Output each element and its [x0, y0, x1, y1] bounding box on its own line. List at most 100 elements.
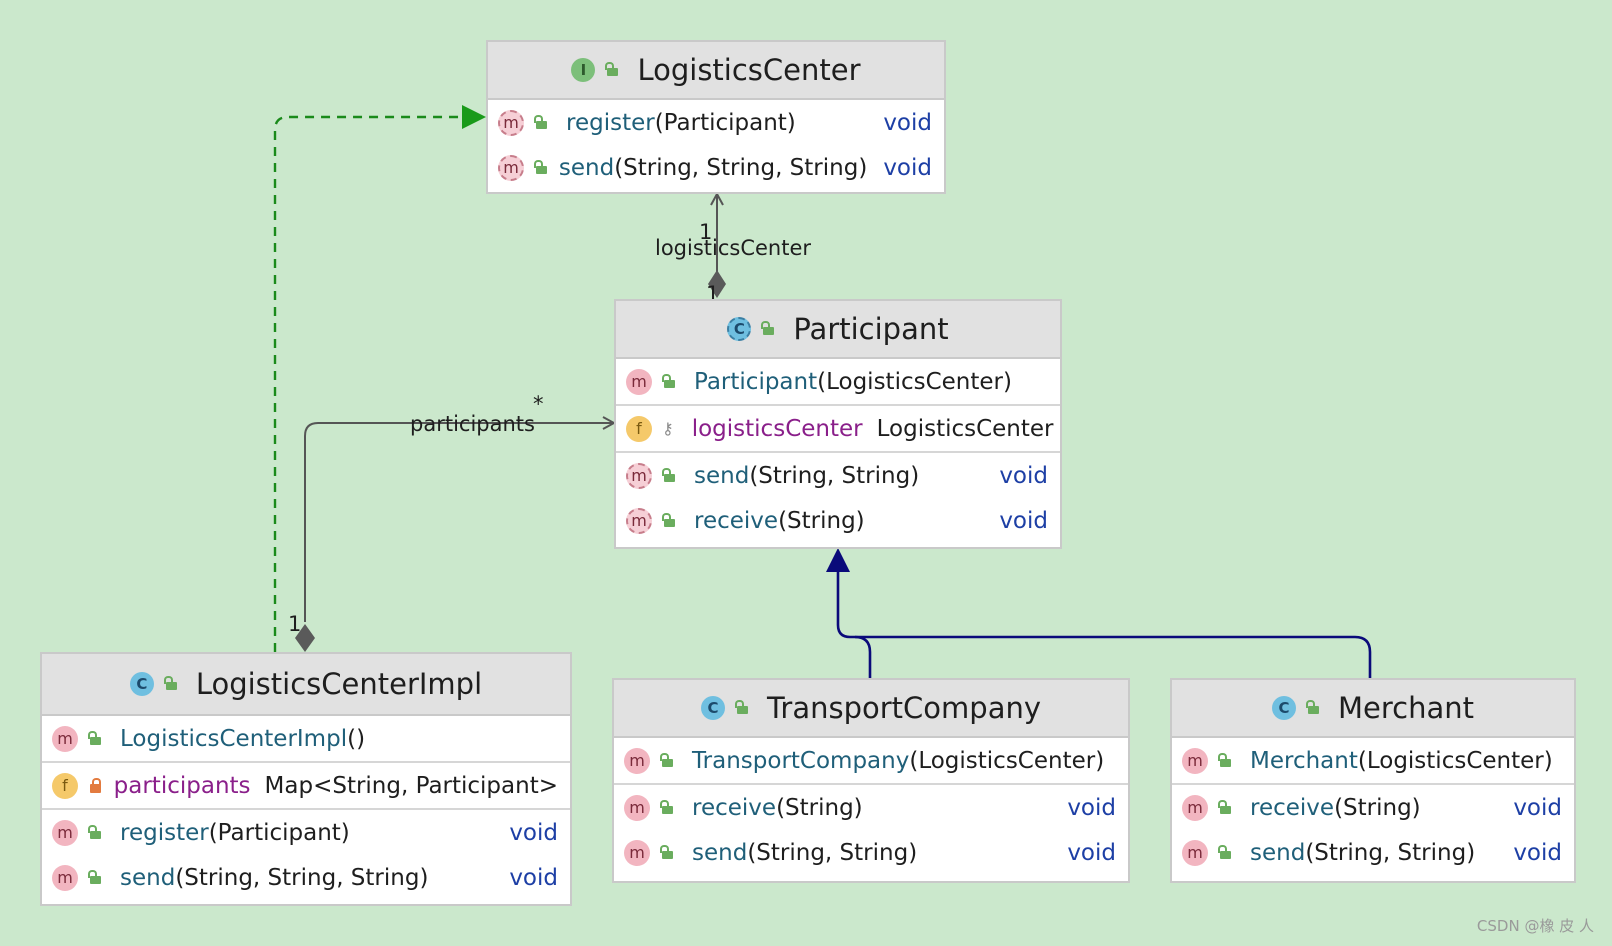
public-icon: [761, 321, 775, 335]
method-args: (Participant): [208, 819, 350, 846]
method-row[interactable]: m register(Participant) void: [42, 810, 570, 855]
method-row[interactable]: m receive(String) void: [614, 785, 1128, 830]
public-icon: [534, 114, 548, 129]
method-row[interactable]: m send(String, String, String) void: [488, 145, 944, 190]
class-icon: C: [129, 672, 154, 696]
constructor-row[interactable]: m TransportCompany(LogisticsCenter): [614, 738, 1128, 783]
protected-key-icon: ⚷: [662, 418, 674, 438]
public-icon: [88, 869, 102, 884]
class-header: C LogisticsCenterImpl: [42, 654, 570, 716]
participants-association-edge: [304, 423, 614, 622]
return-type: void: [883, 154, 932, 181]
method-row[interactable]: m send(String, String) void: [616, 453, 1060, 498]
field-name: participants: [113, 772, 251, 799]
method-icon: m: [1182, 747, 1208, 774]
constructor-row[interactable]: m Participant(LogisticsCenter): [616, 359, 1060, 404]
abstract-method-icon: m: [498, 109, 524, 136]
method-args: (String): [776, 794, 863, 821]
method-name: register: [566, 109, 655, 136]
constructor-name: TransportCompany: [692, 747, 910, 774]
inheritance-edge-transport: [836, 570, 872, 678]
method-args: (String, String, String): [175, 864, 429, 891]
class-header: I LogisticsCenter: [488, 42, 944, 100]
method-name: receive: [1250, 794, 1335, 821]
field-type: LogisticsCenter: [876, 415, 1054, 442]
return-type: void: [999, 462, 1048, 489]
constructor-args: (): [347, 725, 366, 752]
public-icon: [660, 799, 674, 814]
method-name: send: [692, 839, 748, 866]
constructor-args: (LogisticsCenter): [1357, 747, 1553, 774]
method-icon: m: [626, 368, 652, 395]
method-row[interactable]: m receive(String) void: [1172, 785, 1574, 830]
abstract-method-icon: m: [626, 462, 652, 489]
method-name: receive: [694, 507, 779, 534]
constructor-args: (LogisticsCenter): [909, 747, 1105, 774]
class-icon: C: [700, 696, 725, 720]
constructor-row[interactable]: m Merchant(LogisticsCenter): [1172, 738, 1574, 783]
method-icon: m: [52, 819, 78, 846]
field-name: logisticsCenter: [691, 415, 863, 442]
method-icon: m: [1182, 794, 1208, 821]
return-type: void: [999, 507, 1048, 534]
method-row[interactable]: m send(String, String, String) void: [42, 855, 570, 900]
private-lock-icon: [88, 777, 101, 793]
method-name: send: [558, 154, 615, 181]
class-header: C TransportCompany: [614, 680, 1128, 738]
method-row[interactable]: m send(String, String) void: [614, 830, 1128, 875]
method-args: (String, String): [1305, 839, 1476, 866]
public-icon: [662, 512, 676, 527]
class-name: LogisticsCenter: [637, 53, 861, 87]
class-transport-company[interactable]: C TransportCompany m TransportCompany(Lo…: [612, 678, 1130, 883]
class-participant[interactable]: C Participant m Participant(LogisticsCen…: [614, 299, 1062, 549]
field-row[interactable]: f participants Map<String, Participant>: [42, 763, 570, 808]
public-icon: [1218, 844, 1232, 859]
abstract-method-icon: m: [498, 154, 524, 181]
class-logistics-center[interactable]: I LogisticsCenter m register(Participant…: [486, 40, 946, 194]
method-row[interactable]: m receive(String) void: [616, 498, 1060, 543]
public-icon: [88, 730, 102, 745]
public-icon: [88, 824, 102, 839]
constructor-name: Merchant: [1250, 747, 1358, 774]
method-row[interactable]: m register(Participant) void: [488, 100, 944, 145]
public-icon: [662, 467, 676, 482]
constructor-name: LogisticsCenterImpl: [120, 725, 348, 752]
class-header: C Participant: [616, 301, 1060, 359]
class-header: C Merchant: [1172, 680, 1574, 738]
class-icon: C: [1272, 696, 1296, 720]
method-name: receive: [692, 794, 777, 821]
return-type: void: [1513, 839, 1562, 866]
public-icon: [1218, 752, 1232, 767]
method-args: (Participant): [654, 109, 796, 136]
public-icon: [1218, 799, 1232, 814]
inheritance-arrowhead: [826, 548, 850, 572]
constructor-row[interactable]: m LogisticsCenterImpl(): [42, 716, 570, 761]
public-icon: [660, 752, 674, 767]
method-icon: m: [52, 725, 78, 752]
class-logistics-center-impl[interactable]: C LogisticsCenterImpl m LogisticsCenterI…: [40, 652, 572, 906]
class-name: Merchant: [1338, 691, 1474, 725]
public-icon: [605, 62, 619, 76]
public-icon: [534, 159, 547, 174]
method-name: send: [120, 864, 176, 891]
abstract-class-icon: C: [727, 317, 752, 341]
public-icon: [1306, 700, 1320, 714]
field-icon: f: [52, 772, 78, 799]
return-type: void: [1067, 794, 1116, 821]
public-icon: [163, 676, 178, 690]
method-row[interactable]: m send(String, String) void: [1172, 830, 1574, 875]
method-icon: m: [624, 747, 650, 774]
method-args: (String, String): [747, 839, 918, 866]
public-icon: [660, 844, 674, 859]
return-type: void: [1067, 839, 1116, 866]
method-args: (String): [778, 507, 865, 534]
class-name: LogisticsCenterImpl: [195, 667, 483, 701]
field-row[interactable]: f ⚷ logisticsCenter LogisticsCenter: [616, 406, 1060, 451]
class-merchant[interactable]: C Merchant m Merchant(LogisticsCenter) m…: [1170, 678, 1576, 883]
participants-association-label: participants: [410, 412, 535, 436]
participants-source-multiplicity: 1: [288, 612, 302, 636]
constructor-args: (LogisticsCenter): [817, 368, 1012, 395]
public-icon: [662, 373, 676, 388]
class-name: Participant: [793, 312, 949, 346]
center-target-multiplicity: 1: [699, 220, 713, 244]
